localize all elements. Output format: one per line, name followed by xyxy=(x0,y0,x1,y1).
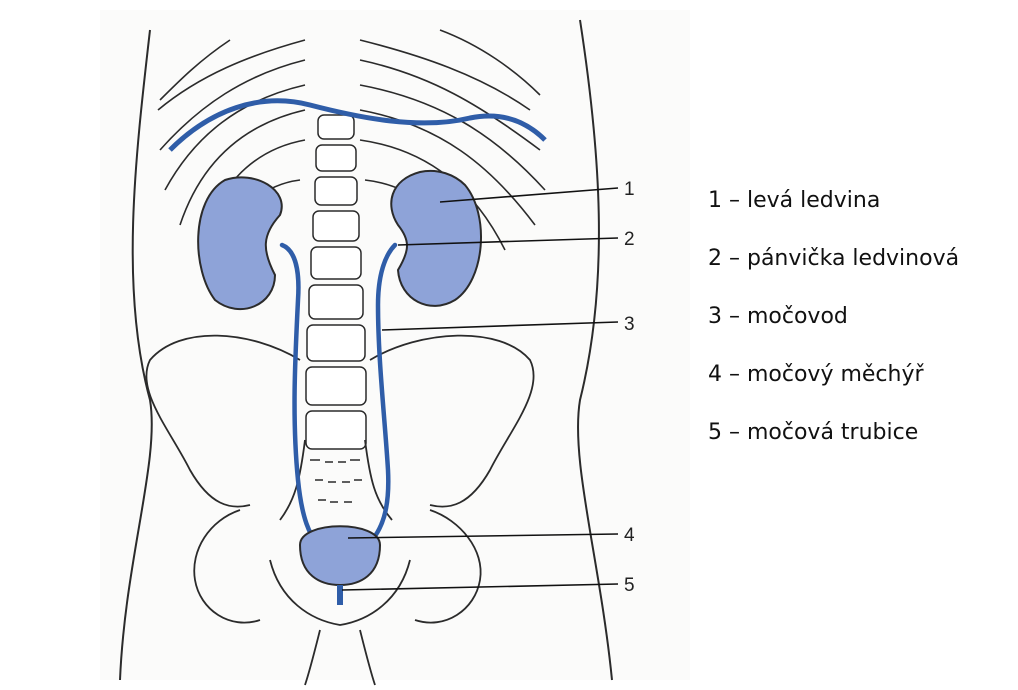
callout-3: 3 xyxy=(624,314,635,335)
legend: 1 – levá ledvina 2 – pánvička ledvinová … xyxy=(708,186,959,476)
callout-2: 2 xyxy=(624,229,635,250)
legend-item-ureter: 3 – močovod xyxy=(708,302,959,360)
urinary-bladder xyxy=(300,526,380,585)
callout-1: 1 xyxy=(624,179,635,200)
legend-item-left-kidney: 1 – levá ledvina xyxy=(708,186,959,244)
legend-item-urethra: 5 – močová trubice xyxy=(708,418,959,476)
callout-4: 4 xyxy=(624,525,635,546)
legend-item-bladder: 4 – močový měchýř xyxy=(708,360,959,418)
callout-5: 5 xyxy=(624,575,635,596)
figure-background xyxy=(100,10,690,680)
urinary-system-illustration: 1 2 3 4 5 xyxy=(0,0,690,690)
legend-item-renal-pelvis: 2 – pánvička ledvinová xyxy=(708,244,959,302)
left-kidney xyxy=(391,171,481,306)
